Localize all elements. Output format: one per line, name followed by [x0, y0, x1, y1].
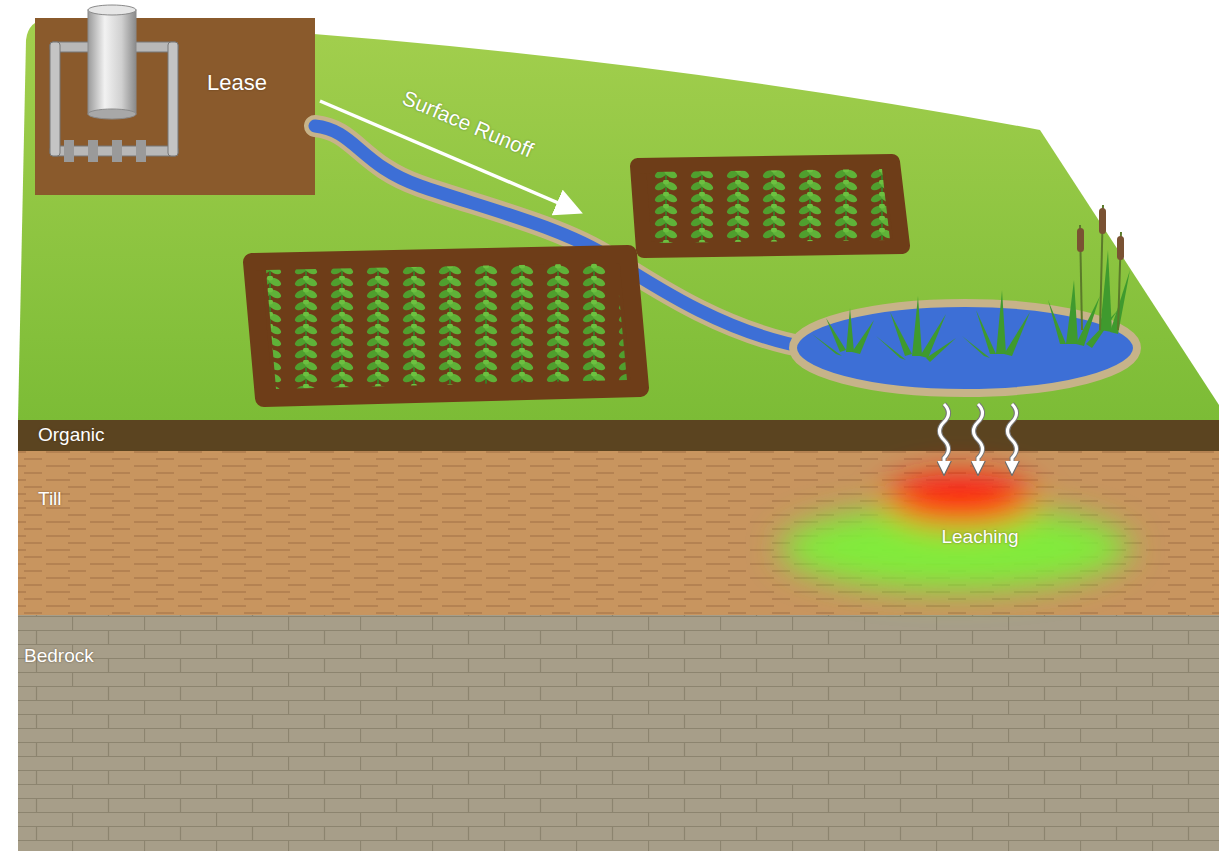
- grass-surface: [18, 18, 1219, 420]
- layer-label: Organic: [38, 424, 105, 446]
- cattails: [1077, 205, 1124, 330]
- bedrock-band: Bedrock: [18, 615, 1219, 851]
- layer-label: Till: [38, 488, 62, 510]
- soil-layer-band: TillLeaching: [18, 450, 1219, 615]
- layer-label: Lease: [207, 70, 267, 95]
- lease-pad: [35, 18, 315, 195]
- plume-zone: Leaching: [900, 514, 1060, 560]
- crop-field: [252, 254, 640, 398]
- layer-label: Leaching: [941, 526, 1018, 548]
- pond: [793, 303, 1137, 393]
- bedrock-layer: [18, 615, 1219, 851]
- till-layer: [18, 450, 1219, 615]
- plume: [780, 474, 1130, 590]
- lease-pad: Lease: [35, 18, 315, 195]
- tank-and-pipes: [50, 5, 178, 162]
- organic-layer: [18, 418, 1219, 451]
- soil-layer-band: Organic: [18, 418, 1219, 451]
- flow-label: Surface Runoff: [399, 86, 537, 163]
- crop-field: [638, 162, 902, 250]
- layer-label: Bedrock: [24, 645, 94, 667]
- leaching-arrows: [940, 404, 1017, 468]
